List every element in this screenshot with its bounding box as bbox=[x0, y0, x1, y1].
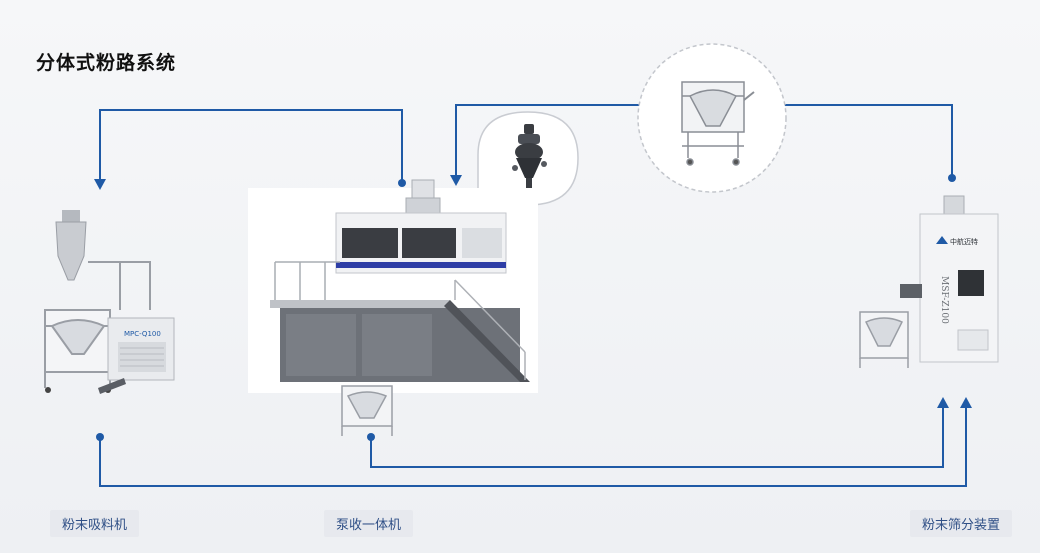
label-powder-loader: 粉末吸料机 bbox=[50, 510, 139, 537]
flow-arrow-left-down bbox=[94, 179, 106, 190]
center-powder-container bbox=[342, 386, 392, 436]
loader-panel-text: MPC-Q100 bbox=[124, 330, 161, 338]
label-pump-collector: 泵收一体机 bbox=[324, 510, 413, 537]
callout-circle-powder-container bbox=[638, 44, 786, 192]
flow-dot-left-bottom bbox=[96, 433, 104, 441]
flow-line-center-to-left bbox=[100, 110, 402, 183]
flow-arrow-right-up-outer bbox=[960, 397, 972, 408]
flow-dot-right-top bbox=[948, 174, 956, 182]
sieving-panel-text: MSF-Z100 bbox=[939, 276, 949, 324]
printer-machine bbox=[248, 180, 538, 393]
sieving-machine: 中航迈特 MSF-Z100 bbox=[900, 196, 998, 362]
flow-dot-center-bottom bbox=[367, 433, 375, 441]
sieving-logo-text: 中航迈特 bbox=[950, 237, 978, 246]
flow-arrow-center-down bbox=[450, 175, 462, 186]
flow-dot-center-top bbox=[398, 179, 406, 187]
right-powder-container bbox=[860, 312, 908, 368]
flow-arrow-right-up-inner bbox=[937, 397, 949, 408]
flow-line-center-to-right bbox=[371, 407, 943, 467]
label-powder-sieving: 粉末筛分装置 bbox=[910, 510, 1012, 537]
flow-line-left-to-right bbox=[100, 407, 966, 486]
powder-loader-machine: MPC-Q100 bbox=[45, 210, 174, 394]
